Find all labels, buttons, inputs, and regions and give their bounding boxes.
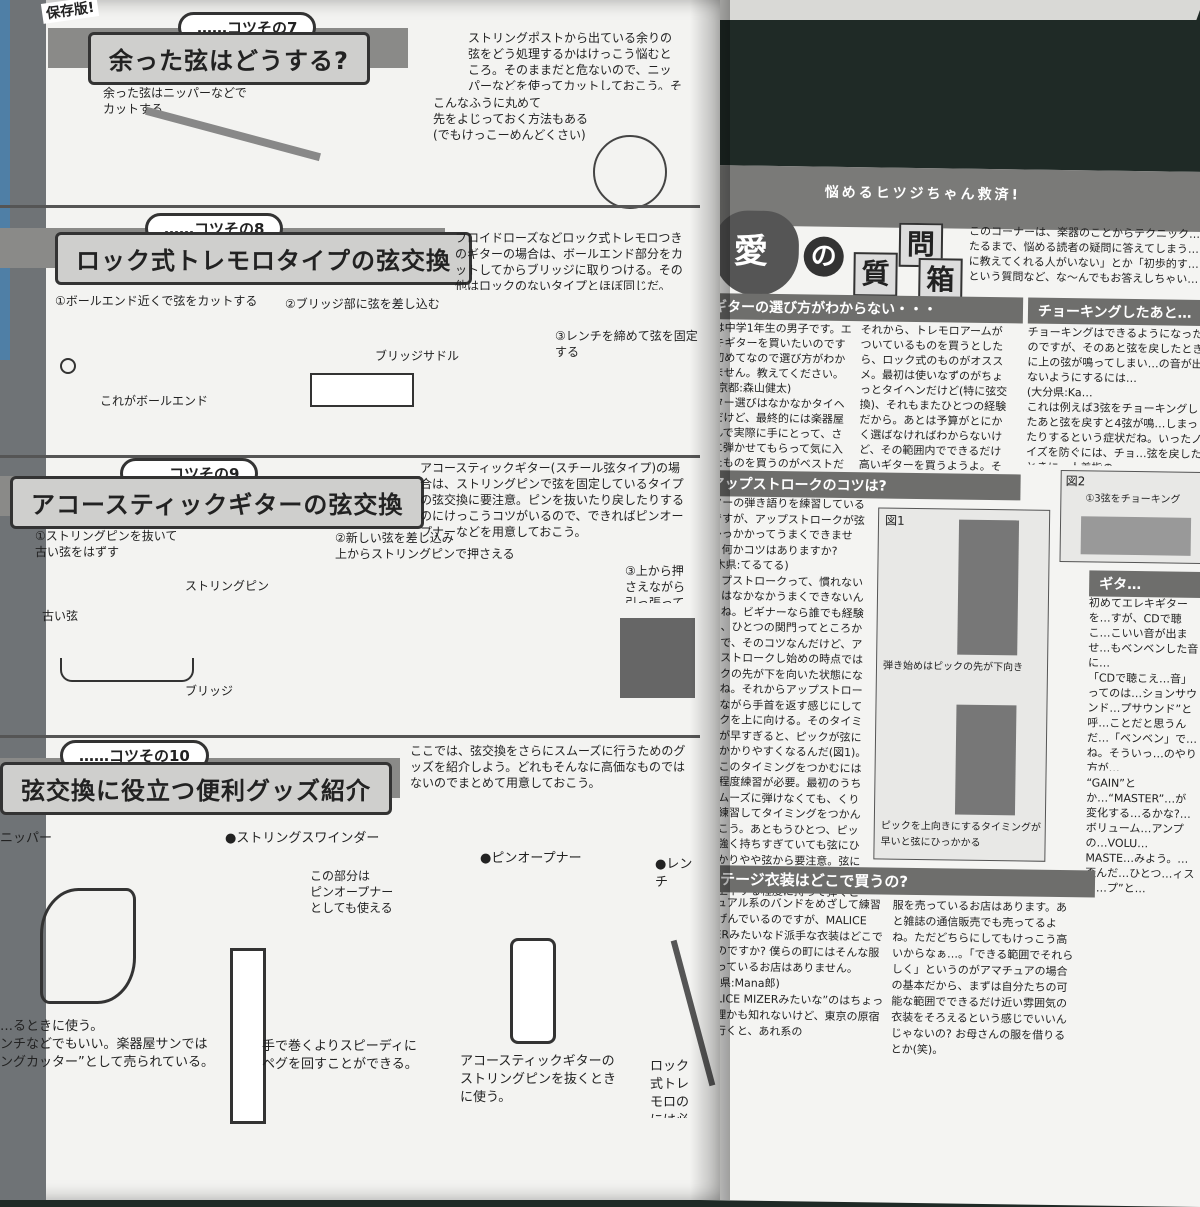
guitar-neck-illustration <box>957 519 1020 656</box>
q1-body-2: それから、トレモロアームがついているものを買うとしたら、ロック式のものがオススメ… <box>858 323 1008 494</box>
tip9-step3: ③上から押さえながら 引っ張ってアップ <box>625 564 686 603</box>
left-page: 保存版! ……コツその7 余った弦はどうする? ストリングポストから出ている余り… <box>0 0 730 1203</box>
tip9-section: ……コツその9 アコースティックギターの弦交換 アコースティックギター(スチール… <box>0 455 700 728</box>
tip10-desc: ここでは、弦交換をさらにスムーズに行うためのグッズを紹介しよう。どれもそんなに高… <box>410 744 686 790</box>
ball-end-icon <box>60 358 76 374</box>
guitar-neck-illustration-2 <box>954 704 1017 816</box>
corner-intro: このコーナーは、楽器のことからテクニック… たるまで、悩める読者の疑問に答えてし… <box>968 224 1200 286</box>
tip9-desc: アコースティックギター(スチール弦タイプ)の場合は、ストリングピンで弦を固定して… <box>420 461 685 539</box>
wrench-desc: ロック式トレモロの には必需品。 ギターに付属して <box>650 1059 690 1118</box>
tip7-cut-note: 余った弦はニッパーなどで カットする <box>103 86 247 116</box>
tip7-section: ……コツその7 余った弦はどうする? ストリングポストから出ている余りの弦をどう… <box>48 10 688 209</box>
figure-1: 図1 弾き始めはピックの先が下向き ピックを上向きにするタイミングが 早いと弦に… <box>873 507 1051 862</box>
string-winder-icon <box>230 948 266 1124</box>
q4-body-2: “GAIN”とか…“MASTER”…が変化する…るかな?…ボリューム…アンプの…… <box>1084 776 1195 896</box>
q5-heading: ステージ衣装はどこで買うの? <box>694 864 1096 898</box>
tip9-bridge: ブリッジ <box>185 684 234 698</box>
wrench-title: ●レンチ <box>655 857 693 890</box>
spine-shadow <box>690 0 730 1200</box>
tip9-string-pin: ストリングピン <box>185 579 270 593</box>
tip8-step2: ②ブリッジ部に弦を差し込む <box>285 297 440 311</box>
hand-illustration <box>1080 516 1192 556</box>
tip8-saddle: ブリッジサドル <box>375 349 460 363</box>
q5-body-2: 服を売っているお店はあります。あと雑誌の通信販売でも売ってるよね。ただどちらにし… <box>890 898 1074 1057</box>
winder-title: ●ストリングスワインダー <box>225 831 380 846</box>
tip8-desc: フロイドローズなどロック式トレモロつきのギターの場合は、ボールエンド部分をカット… <box>455 231 684 290</box>
q3-heading: チョーキングしたあと… <box>1027 297 1200 327</box>
acoustic-body-illustration <box>620 618 695 698</box>
tip7-desc: ストリングポストから出ている余りの弦をどう処理するかはけっこう悩むところ。そのま… <box>468 31 682 90</box>
q4-body: 初めてエレキギターを…すが、CDで聴こ…こいい音が出ませ…もベンベンした音に… … <box>1086 596 1199 772</box>
opener-desc: アコースティックギターの ストリングピンを抜くとき に使う。 <box>460 1054 617 1105</box>
tip8-title: ロック式トレモロタイプの弦交換 <box>55 232 472 285</box>
rolled-string-illustration <box>593 135 667 209</box>
corner-kanji-1: 質 <box>853 252 898 297</box>
figure-2-label: 図2 <box>1065 474 1086 489</box>
figure-2: 図2 ①3弦をチョーキング <box>1059 469 1200 564</box>
nipper-icon <box>40 888 136 1004</box>
pin-opener-icon <box>510 938 556 1044</box>
tip8-step1: ①ボールエンド近くで弦をカットする <box>55 294 258 308</box>
tip9-title: アコースティックギターの弦交換 <box>10 476 425 529</box>
tip7-round-note: こんなふうに丸めて 先をよじっておく方法もある (でもけっこーめんどくさい) <box>433 96 589 142</box>
tip8-step3: ③レンチを締めて弦を固定する <box>555 329 698 359</box>
tip10-title: 弦交換に役立つ便利グッズ紹介 <box>0 762 392 815</box>
tip9-old-string: 古い弦 <box>42 609 79 623</box>
q3-body: チョーキングはできるようになったのですが、そのあと弦を戻したときに上の弦が鳴って… <box>1025 325 1200 467</box>
tip10-section: ……コツその10 弦交換に役立つ便利グッズ紹介 ここでは、弦交換をさらにスムーズ… <box>0 735 716 1203</box>
figure-2-note: ①3弦をチョーキング <box>1085 493 1181 506</box>
corner-love-label: 愛 <box>733 231 769 272</box>
tip8-ball-end: これがボールエンド <box>100 394 209 408</box>
figure-1-note-1: 弾き始めはピックの先が下向き <box>882 660 1024 674</box>
page-edge-blue <box>0 0 10 360</box>
tip8-section: ……コツその8 ロック式トレモロタイプの弦交換 フロイドローズなどロック式トレモ… <box>0 205 700 448</box>
corner-no-label: の <box>803 236 845 277</box>
q1-heading: ギターの選び方がわからない・・・ <box>702 292 1024 324</box>
nipper-title: ニッパー <box>0 831 53 846</box>
bridge-saddle-illustration <box>310 373 414 407</box>
q4-heading: ギタ… <box>1089 570 1200 599</box>
figure-1-note-2: ピックを上向きにするタイミングが 早いと弦にひっかかる <box>880 820 1041 849</box>
tip9-step1: ①ストリングピンを抜いて 古い弦をはずす <box>35 529 178 559</box>
tip7-title: 余った弦はどうする? <box>88 32 370 85</box>
figure-1-label: 図1 <box>884 513 905 528</box>
opener-title: ●ピンオープナー <box>480 851 582 866</box>
winder-note: この部分は ピンオープナー としても使える <box>310 869 394 915</box>
winder-desc: 手で巻くよりスピーディに ペグを回すことができる。 <box>262 1039 418 1072</box>
nipper-desc: …るときに使う。 ンチなどでもいい。楽器屋サンでは ングカッター”として売られて… <box>0 1019 214 1070</box>
bridge-illustration <box>60 658 194 682</box>
right-page: 悩めるヒツジちゃん救済! 愛 の 質 問 箱 このコーナーは、楽器のことからテク… <box>690 165 1200 1207</box>
tip9-step2: ②新しい弦を差し込み 上からストリングピンで押さえる <box>335 531 515 561</box>
